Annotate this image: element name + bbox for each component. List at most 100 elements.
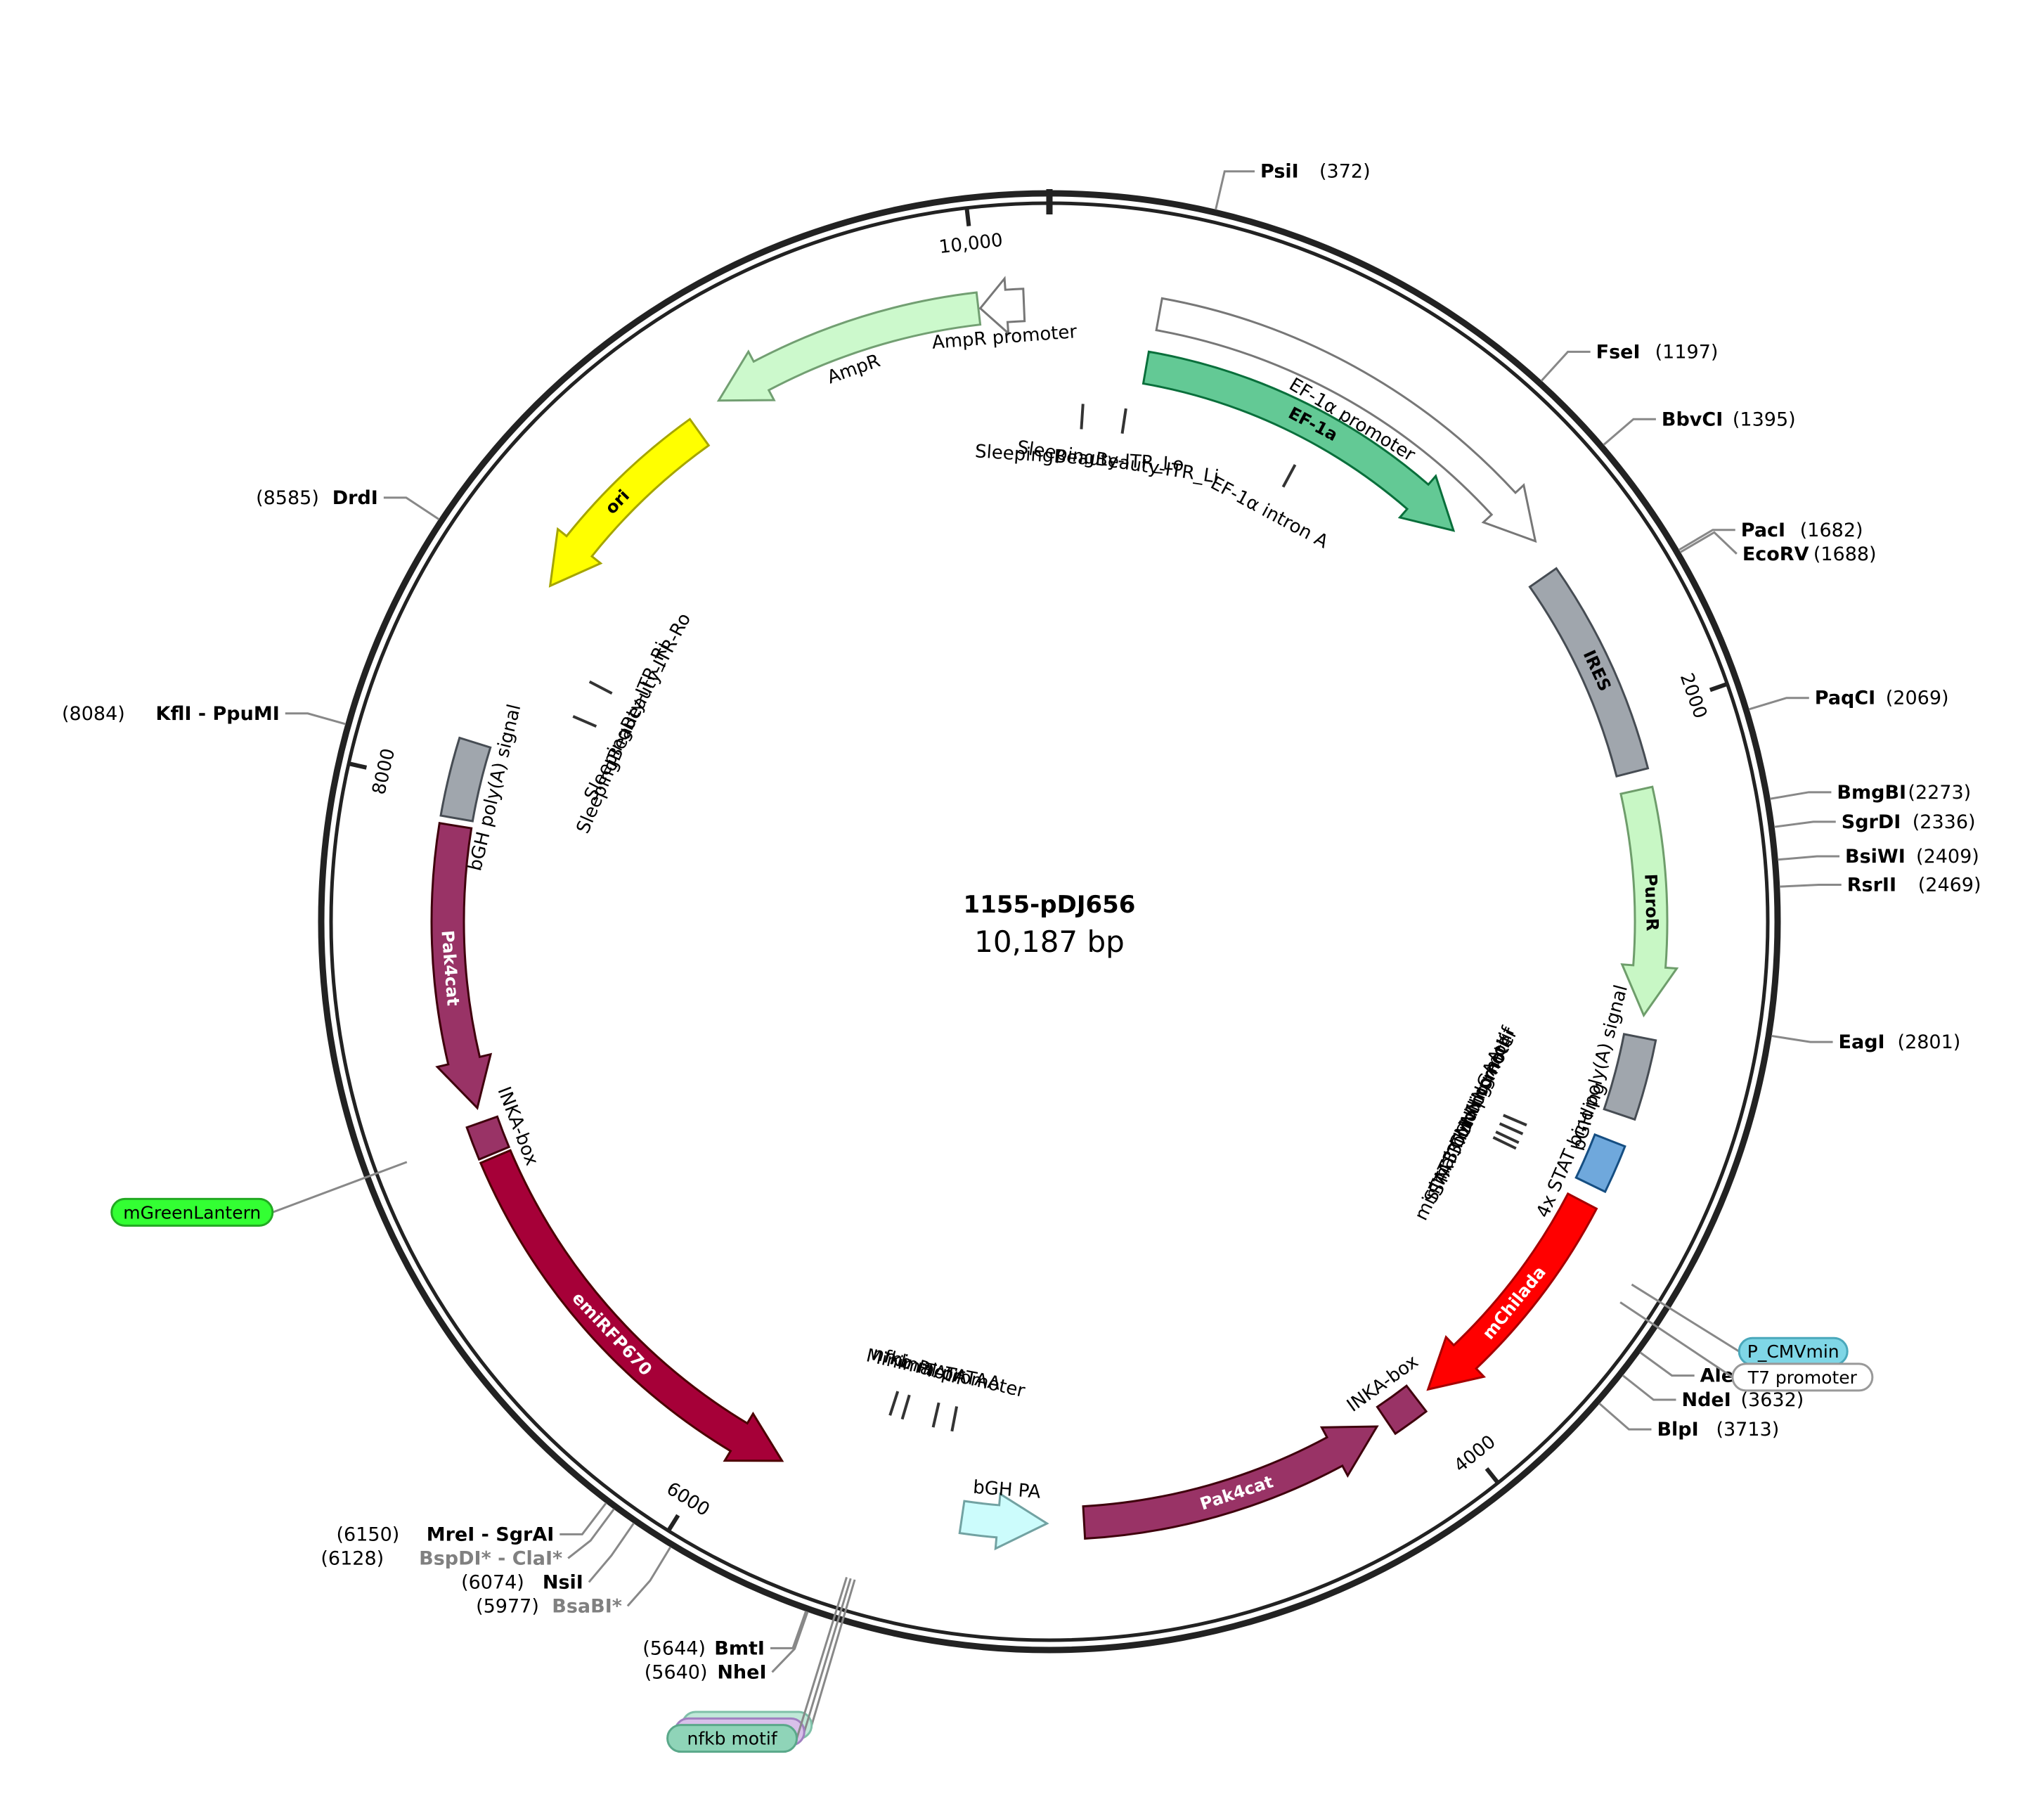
feature-emirfp670-label: emiRFP670 [568, 1288, 656, 1379]
small-feature-sleepingbeauty-itr-ro-mark [588, 680, 613, 695]
site-leader-line [1679, 531, 1738, 555]
tick-mark [348, 761, 368, 770]
feature-emirfp670-arrow[interactable] [479, 1149, 784, 1462]
feature-ires[interactable]: IRES [1528, 567, 1650, 778]
site-leader-line [1774, 820, 1836, 828]
site-paci[interactable]: PacI(1682) [1678, 520, 1863, 551]
site-name: BlpI [1657, 1419, 1698, 1441]
feature-pak4cat-2-arrow[interactable] [430, 822, 493, 1110]
site-bmgbi[interactable]: BmgBI(2273) [1769, 782, 1971, 804]
plasmid-name: 1155-pDJ656 [964, 891, 1136, 919]
small-feature-sleepingbeauty-itr-lo-mark [1080, 404, 1085, 430]
small-feature-ttcnnngaa-mark [1503, 1114, 1527, 1127]
feature-ef1a-arrow[interactable] [1141, 350, 1456, 532]
feature-pak4cat-2[interactable]: Pak4cat [430, 822, 493, 1110]
feature-puror[interactable]: PuroR [1619, 785, 1679, 1018]
feature-ori[interactable]: ori [548, 418, 711, 588]
site-blpi[interactable]: BlpI (3713) [1598, 1403, 1779, 1441]
feature-stat-binding-arrow[interactable] [1574, 1133, 1626, 1194]
small-feature-ef-1-intron-a-mark [1281, 464, 1297, 488]
site-position: (6074) [461, 1571, 524, 1593]
pill-nfkb-motif[interactable]: nfkb motif [666, 1576, 848, 1753]
pill-label: mGreenLantern [123, 1202, 261, 1223]
site-name: NheI [717, 1661, 766, 1683]
site-nsii[interactable]: NsiI (6074) [461, 1522, 635, 1594]
pill-t7-promoter[interactable]: T7 promoter [1619, 1301, 1874, 1392]
site-name: PaqCI [1815, 688, 1875, 709]
site-bbvci[interactable]: BbvCI(1395) [1603, 408, 1796, 446]
site-leader-line [1678, 529, 1735, 551]
site-bspdi-clai[interactable]: BspDI* - ClaI*(6128) [321, 1508, 615, 1569]
site-position: (1395) [1733, 408, 1796, 430]
tick-label: 2000 [1676, 671, 1711, 721]
small-feature-stat3-binding-motif-mark [1495, 1130, 1520, 1145]
feature-bgh-pa-2-arrow[interactable] [958, 1492, 1049, 1551]
site-bmti[interactable]: BmtI(5644) [642, 1611, 808, 1660]
site-fsei[interactable]: FseI(1197) [1540, 341, 1719, 382]
site-position: (1197) [1655, 341, 1719, 363]
site-position: (3713) [1716, 1419, 1779, 1441]
site-position: (6150) [337, 1523, 400, 1545]
feature-puror-arrow[interactable] [1619, 785, 1679, 1018]
feature-ef1a[interactable]: EF-1a [1141, 350, 1456, 532]
site-position: (2409) [1916, 846, 1979, 868]
feature-bgh-pa-1-arrow[interactable] [1603, 1033, 1657, 1121]
feature-inka-box-1[interactable]: INKA-box [1343, 1351, 1428, 1436]
backbone-outer [318, 190, 1781, 1654]
site-leader-line [567, 1508, 615, 1559]
small-feature-minp-mark [888, 1391, 900, 1416]
feature-ires-arrow[interactable] [1528, 567, 1650, 778]
feature-bgh-pa-2[interactable]: bGH PA [958, 1477, 1049, 1551]
site-bsiwi[interactable]: BsiWI(2409) [1778, 846, 1979, 868]
site-name: NdeI [1682, 1389, 1731, 1411]
site-rsrii[interactable]: RsrII(2469) [1779, 874, 1981, 896]
site-position: (1688) [1813, 543, 1877, 565]
plasmid-length: 10,187 bp [974, 924, 1125, 959]
site-leader-line [1748, 697, 1809, 711]
feature-pak4cat-1[interactable]: Pak4cat [1082, 1425, 1379, 1540]
pill-shape [1731, 1362, 1874, 1392]
site-leader-line [1598, 1403, 1652, 1431]
feature-mchilada[interactable]: mChilada [1426, 1192, 1598, 1391]
feature-inka-box-2-arrow[interactable] [465, 1115, 511, 1161]
tick-label: 4000 [1450, 1431, 1499, 1477]
small-feature-ef-1-intron-a-label: EF-1α intron A [1207, 472, 1331, 553]
site-leader-line [1778, 855, 1840, 861]
feature-ampr-arrow[interactable] [716, 291, 982, 402]
pill-label: nfkb motif [687, 1729, 778, 1749]
pill-leader-line [1619, 1301, 1733, 1379]
site-nhei[interactable]: NheI(5640) [645, 1611, 809, 1683]
feature-ampr-promoter-arrow[interactable] [978, 276, 1026, 336]
site-leader-line [588, 1522, 635, 1583]
small-feature-sleepingbeauty-itr-li-mark [1120, 408, 1127, 434]
site-eagi[interactable]: EagI(2801) [1771, 1031, 1960, 1053]
site-name: KflI - PpuMI [156, 703, 280, 725]
site-paqci[interactable]: PaqCI (2069) [1748, 688, 1949, 711]
site-name: BmtI [714, 1637, 765, 1659]
site-leader-line [1622, 1374, 1676, 1401]
site-position: (2069) [1886, 688, 1949, 709]
site-name: NsiI [543, 1571, 583, 1593]
site-ndei[interactable]: NdeI(3632) [1622, 1374, 1804, 1411]
feature-ef1a-promoter-arrow[interactable] [1155, 297, 1537, 543]
site-drdi[interactable]: DrdI(8585) [256, 487, 440, 520]
feature-bgh-pa-3-arrow[interactable] [439, 736, 492, 823]
pill-p-cmvmin[interactable]: P_CMVmin [1631, 1283, 1849, 1366]
feature-mchilada-label: mChilada [1479, 1263, 1550, 1344]
site-sgrdi[interactable]: SgrDI(2336) [1774, 811, 1976, 833]
feature-pak4cat-1-arrow[interactable] [1082, 1425, 1379, 1540]
pill-nfkb-motif[interactable]: nfkb motif [681, 1579, 856, 1740]
site-bsabi[interactable]: BsaBI*(5977) [476, 1546, 672, 1617]
small-feature-nfkb-motif-mark [900, 1394, 911, 1420]
site-mrei-sgrai[interactable]: MreI - SgrAI(6150) [337, 1502, 607, 1546]
feature-mchilada-arrow[interactable] [1426, 1192, 1598, 1391]
site-ecorv[interactable]: EcoRV(1688) [1679, 531, 1877, 565]
pill-leader-line [796, 1576, 848, 1739]
pill-mgreenlantern[interactable]: mGreenLantern [110, 1161, 408, 1227]
feature-ori-arrow[interactable] [548, 418, 711, 588]
site-kfli-ppumi[interactable]: KflI - PpuMI(8084) [62, 703, 347, 726]
feature-inka-box-1-arrow[interactable] [1376, 1384, 1428, 1436]
tick-mark [666, 1514, 680, 1532]
backbone-ring [318, 190, 1781, 1654]
site-psii[interactable]: PsiI(372) [1215, 161, 1371, 210]
